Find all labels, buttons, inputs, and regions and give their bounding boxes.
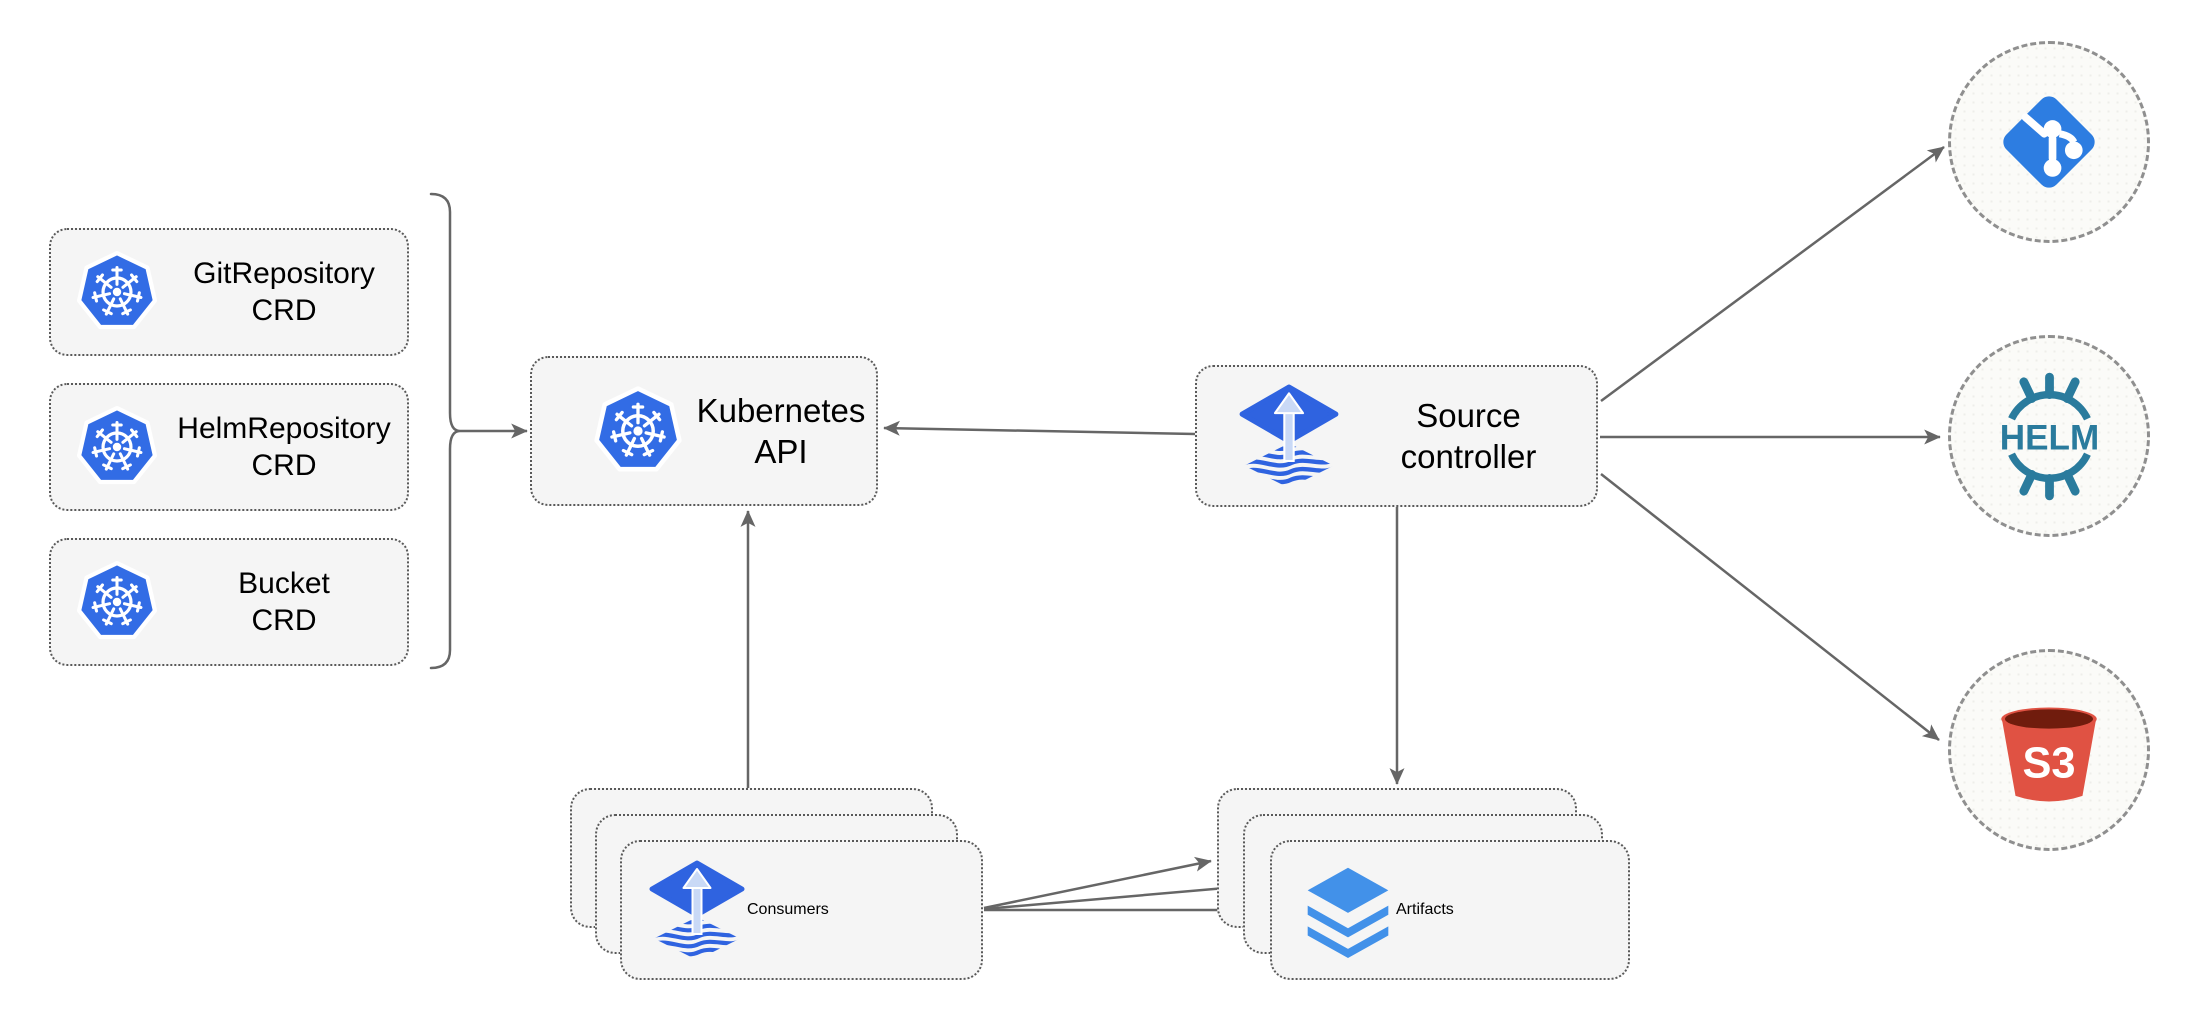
s3-bucket-icon: S3 — [2001, 707, 2097, 802]
crd-group-brace — [429, 192, 461, 670]
svg-text:S3: S3 — [2022, 739, 2075, 787]
layers-icon — [1307, 867, 1389, 958]
node-label: Kubernetes API — [696, 391, 866, 470]
node-label: Consumers — [747, 901, 829, 918]
helm-icon: HELM — [1999, 372, 2099, 500]
arrow-consumers-to-artifacts-1 — [983, 856, 1212, 910]
external-git-circle — [1948, 41, 2150, 243]
arrow-source-to-s3 — [1600, 473, 1940, 741]
external-helm-circle: HELM — [1948, 335, 2150, 537]
svg-text:HELM: HELM — [1999, 418, 2098, 457]
kubernetes-icon — [76, 250, 158, 330]
node-artifacts: Artifacts — [1270, 840, 1630, 980]
flux-icon — [1239, 384, 1339, 485]
arrow-source-to-git — [1600, 145, 1945, 403]
arrow-source-to-kubernetes-api — [883, 420, 1196, 436]
flux-icon — [649, 860, 745, 957]
node-label: Artifacts — [1396, 901, 1454, 918]
arrow-consumers-to-artifacts-2 — [983, 880, 1238, 911]
kubernetes-icon — [76, 405, 158, 485]
kubernetes-icon — [594, 386, 682, 472]
external-s3-circle: S3 — [1948, 649, 2150, 851]
node-kubernetes-api: Kubernetes API — [530, 356, 878, 506]
git-icon — [2003, 96, 2095, 188]
kubernetes-icon — [76, 560, 158, 640]
node-consumers: Consumers — [620, 840, 983, 980]
